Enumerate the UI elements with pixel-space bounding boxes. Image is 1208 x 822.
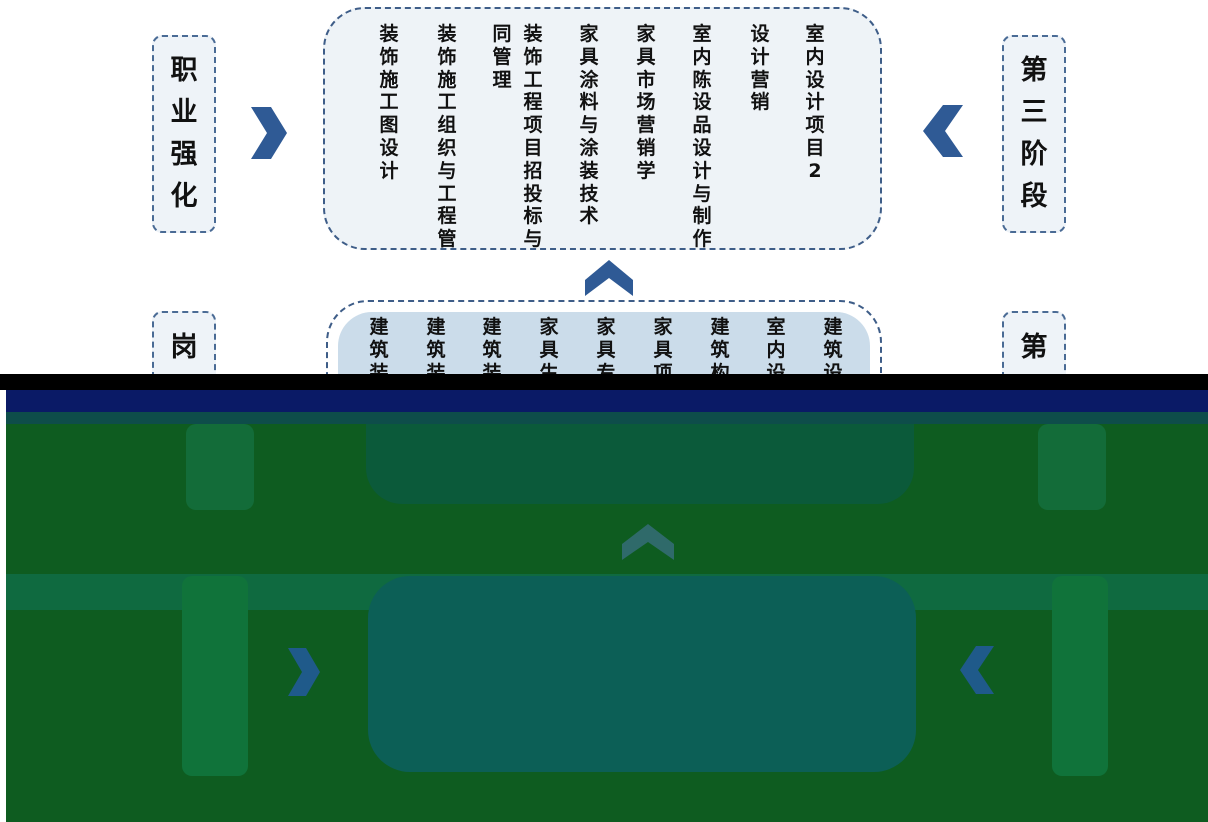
ghost-right-label (1038, 424, 1106, 510)
ghost-left-label (186, 424, 254, 510)
stage2-right-label-text: 第 (1020, 332, 1048, 363)
course-item: 建筑装 (482, 316, 502, 384)
chevron-right-icon (251, 107, 287, 159)
course-item: 室内陈设品设计与制作 (692, 23, 712, 250)
course-item: 家具涂料与涂装技术 (579, 23, 599, 228)
corrupted-region-bar-navy (6, 390, 1208, 412)
ghost-left-label-lower (182, 576, 248, 776)
chevron-up-icon (622, 524, 674, 560)
course-item: 家具市场营销学 (636, 23, 656, 182)
course-item: 装饰工程项目招投标与合 (523, 23, 543, 250)
corrupted-region-bar-teal (6, 412, 1208, 424)
chevron-left-icon (960, 646, 994, 694)
course-item: 装饰施工图设计 (379, 23, 399, 182)
corrupted-region-bar-black (0, 374, 1208, 390)
stage3-courses-panel: 装饰施工图设计 装饰施工组织与工程管理 同管理 装饰工程项目招投标与合 家具涂料… (323, 7, 882, 250)
corrupted-region-green (6, 424, 1208, 822)
course-item: 装饰施工组织与工程管理 (437, 23, 457, 250)
ghost-panel-upper (366, 424, 914, 504)
chevron-left-icon (923, 105, 963, 157)
ghost-right-label-lower (1052, 576, 1108, 776)
stage3-right-label-text: 第三阶段 (1020, 55, 1048, 212)
chevron-up-icon (585, 260, 633, 296)
course-item: 室内设计项目2 (805, 23, 825, 182)
course-item: 同管理 (492, 23, 512, 91)
stage3-left-label-text: 职业强化 (170, 55, 198, 212)
chevron-right-icon (288, 648, 320, 696)
course-item: 设计营销 (750, 23, 770, 114)
stage3-left-label: 职业强化 (152, 35, 216, 233)
stage3-right-label: 第三阶段 (1002, 35, 1066, 233)
ghost-panel-lower (368, 576, 916, 772)
